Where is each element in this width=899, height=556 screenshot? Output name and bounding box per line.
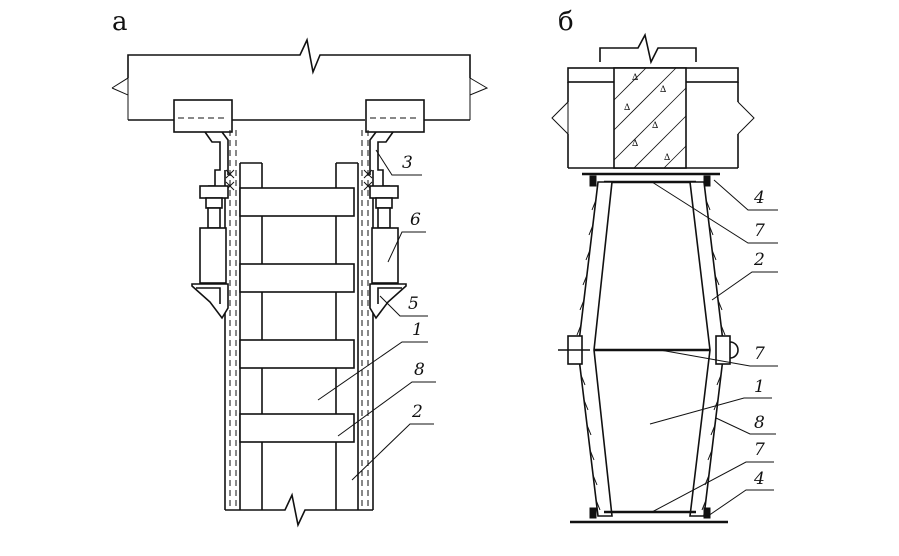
outer-battens-b xyxy=(576,199,726,511)
clamp-right-b xyxy=(715,335,739,365)
svg-text:∆: ∆ xyxy=(660,85,666,95)
callout-3-a: 3 xyxy=(402,153,413,173)
left-bracket xyxy=(173,99,233,187)
right-bracket xyxy=(365,99,425,187)
callout-7-bottom-b: 7 xyxy=(754,440,765,460)
panel-b: б ∆ ∆ ∆ ∆ ∆ ∆ xyxy=(551,7,778,524)
callout-4-top-b: 4 xyxy=(753,188,765,208)
callout-7-top-b: 7 xyxy=(754,221,765,241)
svg-text:∆: ∆ xyxy=(632,139,638,149)
callout-2-a: 2 xyxy=(411,402,423,422)
slab-b: ∆ ∆ ∆ ∆ ∆ ∆ xyxy=(551,32,755,169)
callout-7-mid-b: 7 xyxy=(754,344,765,364)
panel-a-label: а xyxy=(112,7,128,37)
callout-2-b: 2 xyxy=(753,250,765,270)
panel-a: а xyxy=(111,7,489,528)
callout-5-a: 5 xyxy=(408,294,419,314)
bottom-break-a xyxy=(225,492,373,528)
clamp-left-b xyxy=(558,335,590,365)
bottom-plate-b xyxy=(570,507,728,524)
callout-8-a: 8 xyxy=(414,360,425,380)
callout-8-b: 8 xyxy=(754,413,765,433)
cross-boards xyxy=(239,187,355,443)
svg-text:∆: ∆ xyxy=(664,153,670,163)
jack-right xyxy=(369,185,407,320)
callouts-b: 4 7 2 7 1 8 7 4 xyxy=(649,179,778,517)
svg-text:∆: ∆ xyxy=(624,103,630,113)
top-plate-b xyxy=(582,172,720,187)
jack-left xyxy=(191,185,229,320)
svg-text:∆: ∆ xyxy=(652,121,658,131)
callout-4-bottom-b: 4 xyxy=(753,469,765,489)
callout-1-b: 1 xyxy=(754,377,765,397)
callouts-a: 3 6 5 1 8 2 xyxy=(317,149,436,481)
panel-b-label: б xyxy=(558,7,574,37)
right-side-formwork xyxy=(335,130,374,510)
callout-1-a: 1 xyxy=(412,320,423,340)
left-side-formwork xyxy=(224,130,263,510)
side-boards-b xyxy=(577,181,725,517)
beam-a xyxy=(111,37,489,121)
svg-text:∆: ∆ xyxy=(632,73,638,83)
callout-6-a: 6 xyxy=(410,210,421,230)
